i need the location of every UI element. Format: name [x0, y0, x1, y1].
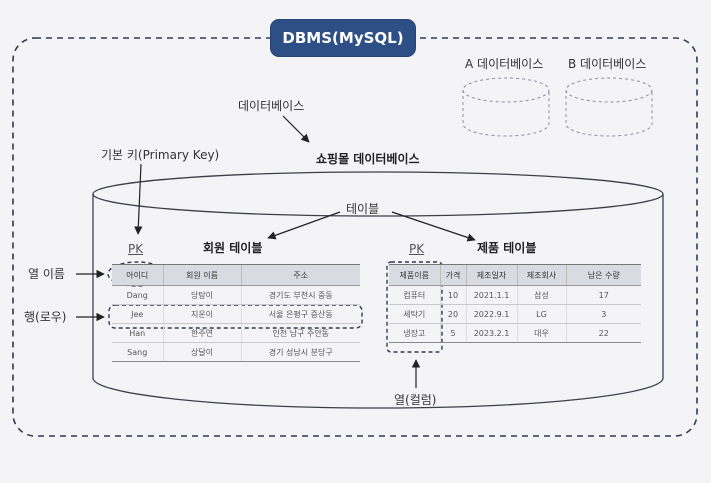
column-annotation: 열(컬럼) — [394, 393, 437, 407]
member-cell: Sang — [112, 342, 163, 362]
table-row: Jee 지운이 서울 은평구 증산동 — [112, 304, 360, 324]
product-cell: 세탁기 — [389, 304, 440, 324]
column-name-annotation: 열 이름 — [28, 267, 65, 281]
dbms-title: DBMS(MySQL) — [282, 29, 404, 47]
product-cell: 컴퓨터 — [389, 285, 440, 305]
product-cell: 20 — [439, 304, 466, 324]
arrow-database — [282, 115, 310, 143]
product-cell: 대우 — [516, 323, 566, 343]
shopping-database-cylinder — [92, 171, 664, 409]
product-cell: 22 — [565, 323, 641, 343]
member-cell: 경기 성남시 분당구 — [240, 342, 360, 362]
table-annotation: 테이블 — [346, 202, 380, 216]
member-cell: 지운이 — [162, 304, 241, 324]
product-cell: 2021.1.1 — [465, 285, 517, 305]
product-cell: LG — [516, 304, 566, 324]
member-cell: 당탕이 — [162, 285, 241, 305]
member-table: 아이디 회원 이름 주소 Dang 당탕이 경기도 부천시 중동 Jee 지운이… — [112, 264, 360, 362]
table-row: 냉장고 5 2023.2.1 대우 22 — [389, 323, 641, 343]
product-cell: 5 — [439, 323, 466, 343]
arrow-table-right — [391, 211, 476, 242]
product-cell: 10 — [439, 285, 466, 305]
database-a-label: A 데이터베이스 — [465, 57, 544, 71]
product-table-header-row: 제품이름 가격 제조일자 제조회사 남은 수량 — [389, 264, 641, 286]
member-table-header-row: 아이디 회원 이름 주소 — [112, 264, 360, 286]
database-b-label: B 데이터베이스 — [568, 57, 647, 71]
member-cell: 서울 은평구 증산동 — [240, 304, 360, 324]
product-table: 제품이름 가격 제조일자 제조회사 남은 수량 컴퓨터 10 2021.1.1 … — [389, 264, 641, 343]
primary-key-annotation: 기본 키(Primary Key) — [101, 148, 220, 162]
product-cell: 2023.2.1 — [465, 323, 517, 343]
member-cell: Han — [112, 323, 163, 343]
product-cell: 17 — [565, 285, 641, 305]
member-header-address: 주소 — [240, 264, 360, 286]
table-row: Sang 상달이 경기 성남시 분당구 — [112, 342, 360, 362]
product-cell: 2022.9.1 — [465, 304, 517, 324]
member-header-name: 회원 이름 — [162, 264, 241, 286]
product-header-stock: 남은 수량 — [565, 264, 641, 286]
arrow-primary-key — [134, 163, 143, 235]
table-row: 세탁기 20 2022.9.1 LG 3 — [389, 304, 641, 324]
product-table-title: 제품 테이블 — [477, 241, 537, 255]
product-cell: 냉장고 — [389, 323, 440, 343]
table-row: Dang 당탕이 경기도 부천시 중동 — [112, 285, 360, 305]
product-header-name: 제품이름 — [389, 264, 440, 286]
member-cell: 경기도 부천시 중동 — [240, 285, 360, 305]
database-annotation: 데이터베이스 — [238, 99, 305, 113]
dbms-boundary — [12, 37, 698, 437]
product-header-maker: 제조회사 — [516, 264, 566, 286]
member-cell: Jee — [112, 304, 163, 324]
product-header-price: 가격 — [439, 264, 466, 286]
product-cell: 삼성 — [516, 285, 566, 305]
member-cell: 인천 남구 주안동 — [240, 323, 360, 343]
arrow-table-left — [267, 211, 341, 240]
member-cell: 한주연 — [162, 323, 241, 343]
database-b-cylinder — [565, 77, 653, 137]
member-header-id: 아이디 — [112, 264, 163, 286]
table-row: 컴퓨터 10 2021.1.1 삼성 17 — [389, 285, 641, 305]
member-cell: 상달이 — [162, 342, 241, 362]
database-a-cylinder — [462, 77, 550, 137]
product-table-pk: PK — [409, 242, 425, 256]
table-row: Han 한주연 인천 남구 주안동 — [112, 323, 360, 343]
shopping-database-title: 쇼핑몰 데이터베이스 — [316, 152, 420, 166]
product-header-date: 제조일자 — [465, 264, 517, 286]
member-table-pk: PK — [128, 242, 144, 256]
row-annotation: 행(로우) — [24, 310, 67, 324]
member-table-title: 회원 테이블 — [203, 241, 263, 255]
product-cell: 3 — [565, 304, 641, 324]
dbms-title-badge: DBMS(MySQL) — [271, 20, 415, 56]
member-cell: Dang — [112, 285, 163, 305]
